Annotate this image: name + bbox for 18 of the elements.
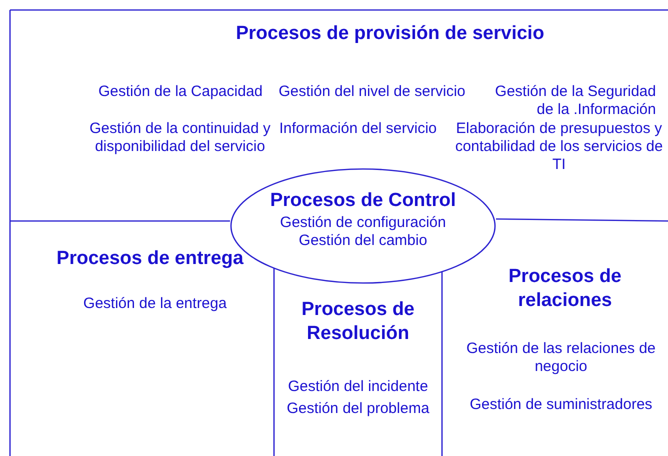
process-item: Elaboración de presupuestos y contabilidad de los servicios de TI <box>454 120 664 174</box>
process-heading: Procesos de provisión de servicio <box>234 22 546 46</box>
process-item: Gestión del nivel de servicio <box>278 83 466 101</box>
process-item: Gestión de la entrega <box>82 295 228 313</box>
process-item: Gestión de la continuidad y disponibilidad del servicio <box>88 120 272 156</box>
process-heading: Procesos de Resolución <box>300 298 416 346</box>
process-item: Gestión de configuración <box>279 214 447 232</box>
process-heading: Procesos de Control <box>269 189 457 213</box>
process-item: Gestión de la Seguridad de la .Información <box>494 83 656 119</box>
process-item: Gestión de las relaciones de negocio <box>465 340 657 376</box>
process-item: Información del servicio <box>278 120 438 138</box>
process-item: Gestión del problema <box>286 400 430 418</box>
process-item: Gestión de suministradores <box>468 396 654 414</box>
process-item: Gestión del incidente <box>286 378 430 396</box>
process-heading: Procesos de relaciones <box>508 265 622 313</box>
process-item: Gestión del cambio <box>298 232 428 250</box>
process-heading: Procesos de entrega <box>56 247 244 271</box>
process-item: Gestión de la Capacidad <box>97 83 264 101</box>
